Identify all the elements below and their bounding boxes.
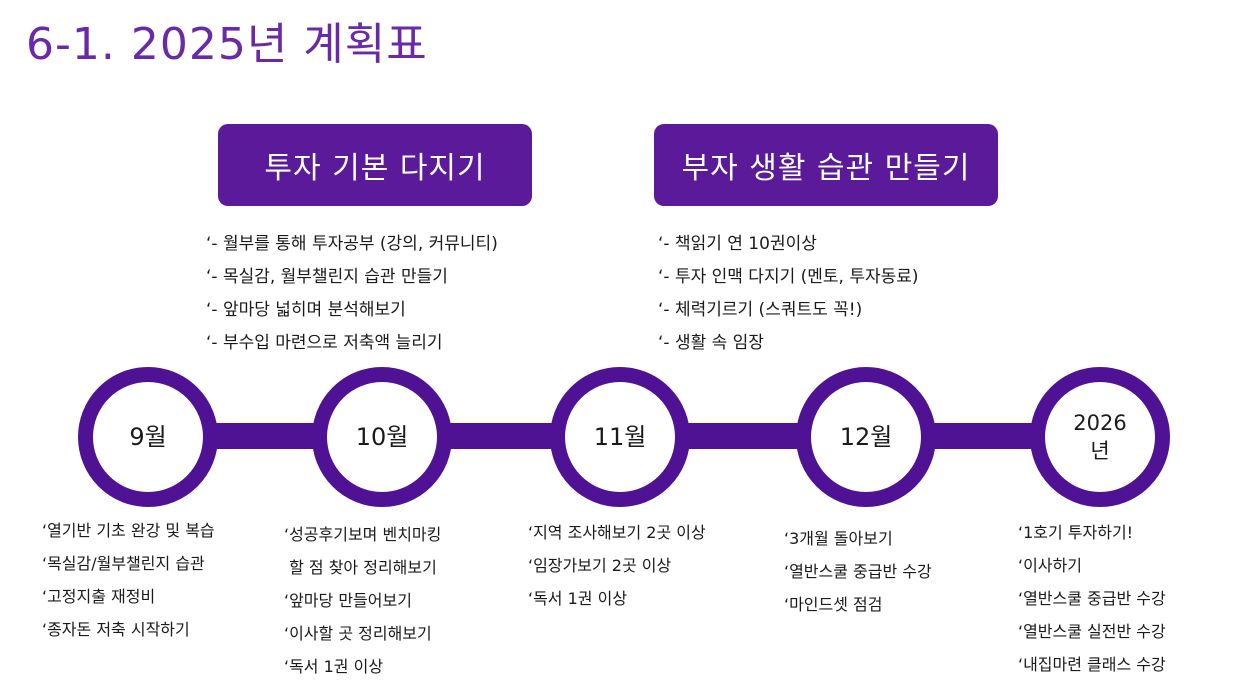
node-label: 11월	[593, 423, 647, 451]
goal-item: ‘- 부수입 마련으로 저축액 늘리기	[206, 333, 443, 353]
phase-goals-list-1: ‘- 월부를 통해 투자공부 (강의, 커뮤니티) ‘- 목실감, 월부챌린지 …	[206, 228, 498, 360]
task-item: ‘열반스쿨 실전반 수강	[1018, 622, 1166, 641]
goal-item: ‘- 목실감, 월부챌린지 습관 만들기	[206, 267, 448, 287]
node-label-year: 2026	[1073, 411, 1127, 435]
task-item: ‘목실감/월부챌린지 습관	[42, 554, 205, 573]
task-item: ‘이사할 곳 정리해보기	[284, 624, 432, 643]
task-item: ‘1호기 투자하기!	[1018, 523, 1134, 542]
task-item: ‘열반스쿨 중급반 수강	[784, 562, 932, 581]
node-label: 9월	[129, 423, 167, 451]
goal-item: ‘- 책읽기 연 10권이상	[658, 234, 817, 254]
goal-item: ‘- 투자 인맥 다지기 (멘토, 투자동료)	[658, 267, 919, 287]
task-item: ‘열반스쿨 중급반 수강	[1018, 589, 1166, 608]
timeline-node-oct: 10월	[312, 367, 452, 507]
task-item: ‘독서 1권 이상	[528, 589, 628, 608]
node-label: 12월	[839, 423, 893, 451]
task-item: ‘열기반 기초 완강 및 복습	[42, 521, 215, 540]
task-item: ‘3개월 돌아보기	[784, 529, 893, 548]
task-item: ‘고정지출 재정비	[42, 587, 156, 606]
timeline-node-2026: 2026 년	[1030, 367, 1170, 507]
task-item: ‘지역 조사해보기 2곳 이상	[528, 523, 706, 542]
goal-item: ‘- 월부를 통해 투자공부 (강의, 커뮤니티)	[206, 234, 498, 254]
node-label: 2026 년	[1073, 409, 1126, 465]
phase-goals-list-2: ‘- 책읽기 연 10권이상 ‘- 투자 인맥 다지기 (멘토, 투자동료) ‘…	[658, 228, 919, 360]
task-list-oct: ‘성공후기보며 벤치마킹 할 점 찾아 정리해보기 ‘앞마당 만들어보기 ‘이사…	[284, 518, 441, 683]
task-item: ‘내집마련 클래스 수강	[1018, 655, 1166, 674]
task-list-2026: ‘1호기 투자하기! ‘이사하기 ‘열반스쿨 중급반 수강 ‘열반스쿨 실전반 …	[1018, 516, 1166, 681]
timeline-node-dec: 12월	[796, 367, 936, 507]
goal-item: ‘- 체력기르기 (스쿼트도 꼭!)	[658, 300, 863, 320]
node-label: 10월	[355, 423, 409, 451]
phase-box-investment-basics: 투자 기본 다지기	[218, 124, 532, 206]
task-item: ‘앞마당 만들어보기	[284, 591, 412, 610]
goal-item: ‘- 생활 속 임장	[658, 333, 764, 353]
task-item: ‘임장가보기 2곳 이상	[528, 556, 672, 575]
task-item: 할 점 찾아 정리해보기	[284, 558, 437, 577]
task-item: ‘종자돈 저축 시작하기	[42, 620, 190, 639]
task-item: ‘마인드셋 점검	[784, 595, 883, 614]
task-item: ‘성공후기보며 벤치마킹	[284, 525, 442, 544]
page-title: 6-1. 2025년 계획표	[26, 19, 428, 70]
timeline-node-sep: 9월	[78, 367, 218, 507]
task-list-nov: ‘지역 조사해보기 2곳 이상 ‘임장가보기 2곳 이상 ‘독서 1권 이상	[528, 516, 706, 615]
timeline-node-nov: 11월	[550, 367, 690, 507]
task-item: ‘독서 1권 이상	[284, 657, 384, 676]
task-list-dec: ‘3개월 돌아보기 ‘열반스쿨 중급반 수강 ‘마인드셋 점검	[784, 522, 932, 621]
node-label-unit: 년	[1090, 439, 1110, 463]
phase-box-rich-habits: 부자 생활 습관 만들기	[654, 124, 998, 206]
task-list-sep: ‘열기반 기초 완강 및 복습 ‘목실감/월부챌린지 습관 ‘고정지출 재정비 …	[42, 514, 215, 646]
goal-item: ‘- 앞마당 넓히며 분석해보기	[206, 300, 406, 320]
task-item: ‘이사하기	[1018, 556, 1082, 575]
